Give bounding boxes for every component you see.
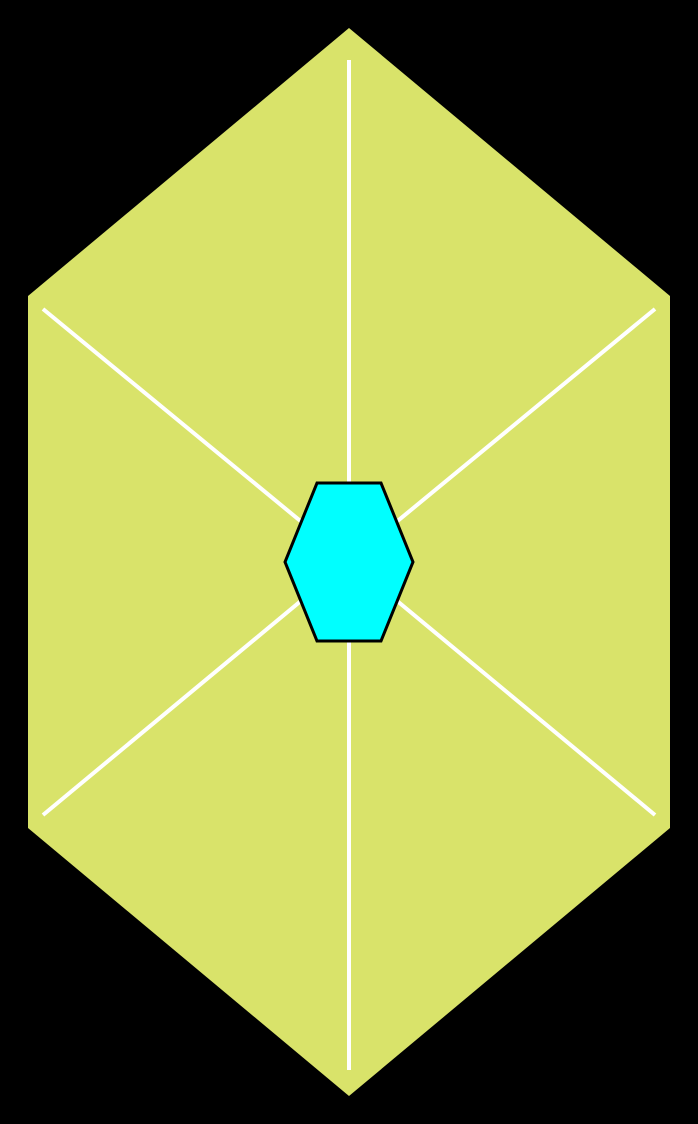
inner-hexagon (283, 481, 415, 643)
divider-line-lower-left (41, 559, 351, 817)
divider-line-upper-right (347, 307, 657, 563)
divider-lines (41, 60, 657, 1070)
divider-line-upper-left (41, 307, 351, 563)
divider-line-lower-right (347, 559, 657, 817)
